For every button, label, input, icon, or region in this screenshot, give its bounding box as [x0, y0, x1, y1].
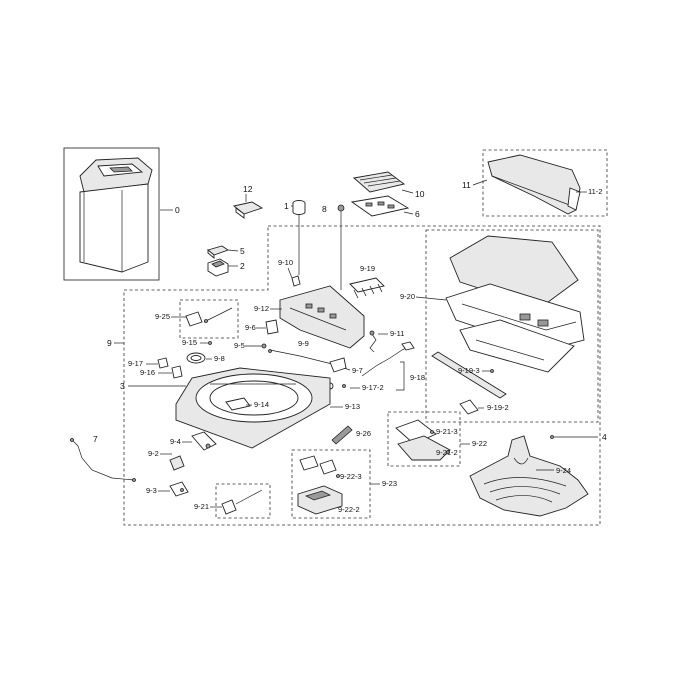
label-9-24: 9-24	[556, 466, 571, 475]
label-9-3: 9-3	[146, 486, 157, 495]
label-3: 3	[120, 381, 125, 391]
label-9-22: 9-22	[472, 439, 487, 448]
label-2: 2	[240, 261, 245, 271]
label-9-19-3: 9-19-3	[458, 366, 480, 375]
part-9-4-hinge	[191, 431, 217, 451]
part-9-12-control-panel	[279, 285, 365, 349]
part-9-25-hose	[185, 307, 233, 327]
part-9-17-sensor	[157, 357, 169, 369]
label-7: 7	[93, 434, 98, 444]
part-9-20-lid-assembly	[445, 235, 585, 373]
label-9-19: 9-19	[360, 264, 375, 273]
label-9-19-2: 9-19-2	[487, 403, 509, 412]
part-7-harness	[70, 438, 136, 482]
label-9-17-2: 9-17-2	[362, 383, 384, 392]
label-9-21-2: 9-21-2	[436, 448, 458, 457]
label-9-14: 9-14	[254, 400, 269, 409]
label-9-17: 9-17	[128, 359, 143, 368]
part-9-19-3-trim	[431, 351, 507, 399]
part-9-13-top-cover	[175, 367, 331, 449]
part-10-pcb-cover	[352, 171, 406, 193]
part-9-8-seal	[186, 352, 206, 364]
label-9-22-3: 9-22-3	[340, 472, 362, 481]
part-11-panel-cover	[487, 154, 581, 215]
label-8: 8	[322, 204, 327, 214]
label-11: 11	[462, 180, 471, 190]
part-9-24-tub	[469, 435, 589, 517]
label-0: 0	[175, 205, 180, 215]
part-5-connector	[207, 245, 229, 259]
label-9-6: 9-6	[245, 323, 256, 332]
part-2-switch	[207, 258, 229, 277]
part-9-26-pin	[331, 425, 353, 445]
label-9-2: 9-2	[148, 449, 159, 458]
label-9-20: 9-20	[400, 292, 415, 301]
label-9-12: 9-12	[254, 304, 269, 313]
label-9-13: 9-13	[345, 402, 360, 411]
label-9-15: 9-15	[182, 338, 197, 347]
label-1: 1	[284, 201, 289, 211]
part-9-19-2-hinge	[459, 399, 479, 415]
part-12-bracket	[232, 201, 264, 219]
group-9-25-box	[179, 299, 239, 339]
label-4: 4	[602, 432, 607, 442]
part-9-22-dispenser	[395, 419, 451, 461]
label-9-16: 9-16	[140, 368, 155, 377]
part-9-3-switch	[169, 481, 189, 497]
label-9-21-3: 9-21-3	[436, 427, 458, 436]
label-9-4: 9-4	[170, 437, 181, 446]
part-9-11-sensor	[369, 330, 377, 353]
part-9-23-drawer	[297, 455, 343, 515]
label-9-5: 9-5	[234, 341, 245, 350]
part-9-19-switch-set	[349, 277, 385, 299]
label-9: 9	[107, 338, 112, 348]
label-9-9: 9-9	[298, 339, 309, 348]
label-9-8: 9-8	[214, 354, 225, 363]
label-9-26: 9-26	[356, 429, 371, 438]
label-11-2: 11-2	[588, 187, 602, 196]
part-9-18-wire	[361, 341, 415, 377]
label-12: 12	[243, 184, 253, 194]
part-1-knob	[292, 200, 306, 215]
part-9-7-bracket	[329, 357, 347, 373]
part-9-6-bracket	[265, 319, 279, 335]
label-10: 10	[415, 189, 425, 199]
label-9-7: 9-7	[352, 366, 363, 375]
group-9-21-box	[215, 483, 271, 519]
part-8-screw	[337, 204, 345, 212]
group-9-box	[123, 225, 601, 526]
part-6-pcb-assembly	[350, 195, 410, 217]
label-9-23: 9-23	[382, 479, 397, 488]
part-9-21-hose	[221, 489, 263, 515]
group-9-22-box	[387, 411, 461, 467]
part-9-10-clip	[291, 275, 301, 287]
label-9-10: 9-10	[278, 258, 293, 267]
label-6: 6	[415, 209, 420, 219]
label-5: 5	[240, 246, 245, 256]
group-11-box	[482, 149, 608, 217]
part-9-2-latch	[169, 455, 185, 471]
label-9-21: 9-21	[194, 502, 209, 511]
part-0-washer-cabinet	[63, 147, 160, 281]
label-9-18: 9-18	[410, 373, 425, 382]
label-9-25: 9-25	[155, 312, 170, 321]
part-9-16-clip	[171, 365, 183, 379]
label-9-11: 9-11	[390, 329, 404, 338]
label-9-22-2: 9-22-2	[338, 505, 360, 514]
